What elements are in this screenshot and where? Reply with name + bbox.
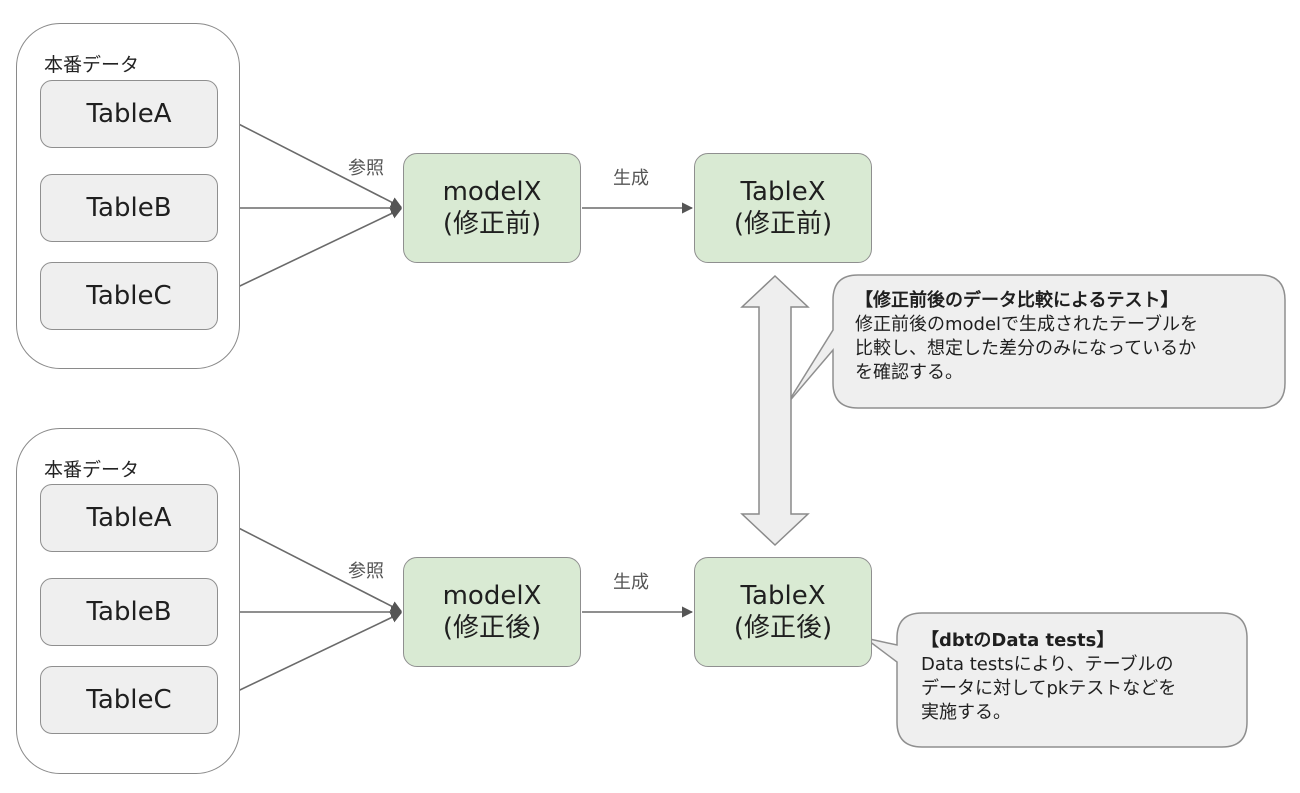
gen-label-bottom: 生成 (613, 572, 649, 593)
table-b-top: TableB (40, 174, 218, 242)
dbt-callout-bubble (864, 612, 1248, 748)
ref-edge-bottom-a (218, 517, 402, 612)
table-after-state: (修正後) (733, 613, 833, 643)
model-before-node: modelX (修正前) (403, 153, 581, 263)
table-c-bottom: TableC (40, 666, 218, 734)
model-before-name: modelX (442, 177, 542, 207)
table-before-node: TableX (修正前) (694, 153, 872, 263)
ref-label-bottom: 参照 (348, 561, 384, 582)
table-after-name: TableX (740, 581, 826, 611)
table-b-bottom: TableB (40, 578, 218, 646)
ref-edge-bottom-c (218, 612, 403, 701)
dbt-callout-line: Data testsにより、テーブルの (921, 654, 1174, 675)
dbt-callout-line: 実施する。 (921, 702, 1011, 723)
ref-label-top: 参照 (348, 158, 384, 179)
dbt-callout-line: データに対してpkテストなどを (921, 678, 1177, 699)
dbt-callout-title: 【dbtのData tests】 (921, 630, 1115, 651)
gen-label-top: 生成 (613, 168, 649, 189)
comparison-callout-line: を確認する。 (855, 362, 963, 383)
model-after-state: (修正後) (442, 613, 542, 643)
comparison-callout-text: 【修正前後のデータ比較によるテスト】 修正前後のmodelで生成されたテーブルを… (855, 289, 1198, 385)
comparison-double-arrow (740, 274, 810, 547)
comparison-callout-title: 【修正前後のデータ比較によるテスト】 (855, 290, 1179, 311)
ref-edge-top-c (218, 208, 403, 297)
table-a-bottom: TableA (40, 484, 218, 552)
table-a-top: TableA (40, 80, 218, 148)
model-after-node: modelX (修正後) (403, 557, 581, 667)
table-c-top: TableC (40, 262, 218, 330)
model-after-name: modelX (442, 581, 542, 611)
model-before-state: (修正前) (442, 209, 542, 239)
group-label-bottom: 本番データ (44, 459, 140, 481)
comparison-callout-bubble (786, 274, 1286, 409)
table-before-name: TableX (740, 177, 826, 207)
comparison-callout-line: 修正前後のmodelで生成されたテーブルを (855, 314, 1198, 335)
table-after-node: TableX (修正後) (694, 557, 872, 667)
ref-edge-top-a (218, 113, 402, 208)
comparison-callout-line: 比較し、想定した差分のみになっているか (855, 338, 1197, 359)
table-before-state: (修正前) (733, 209, 833, 239)
group-label-top: 本番データ (44, 54, 140, 76)
dbt-callout-text: 【dbtのData tests】 Data testsにより、テーブルの データ… (921, 629, 1176, 725)
